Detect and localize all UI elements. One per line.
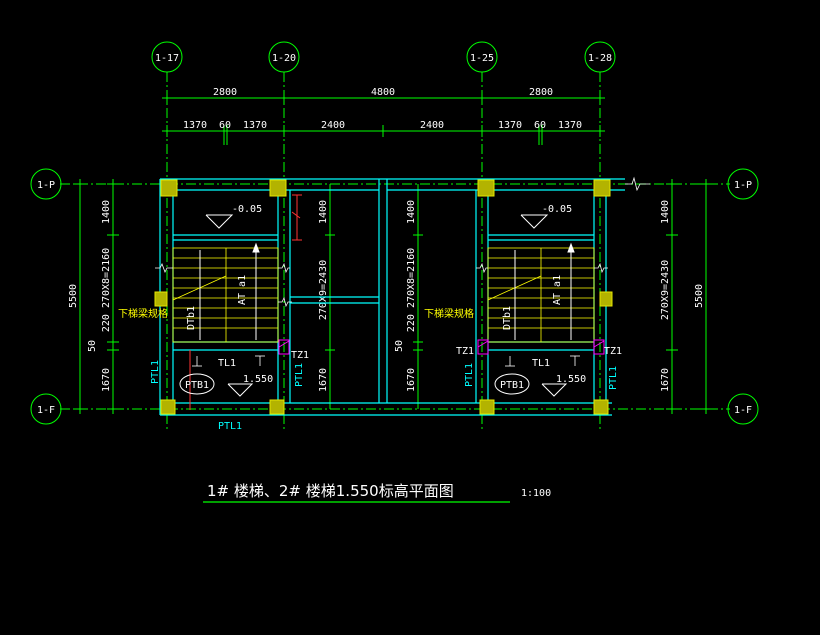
axis-label: 1-28 xyxy=(588,53,612,64)
axis-bubble-top-1: 1-17 xyxy=(151,41,183,73)
axis-bubble-right-2: 1-F xyxy=(727,393,759,425)
dim-text: 2800 xyxy=(213,87,237,98)
dim-mid-right-small: 50 xyxy=(394,340,405,352)
dim-mid-left-bottom: 1670 xyxy=(318,368,329,392)
axis-bubble-right-1: 1-P xyxy=(727,168,759,200)
dim-text: 60 xyxy=(534,120,546,131)
tz1-label-right-b: TZ1 xyxy=(604,346,622,357)
dim-text: 4800 xyxy=(371,87,395,98)
dim-mid-left-run: 270X9=2430 xyxy=(318,260,329,320)
stair-treads-right xyxy=(487,247,595,343)
tz1-label-right-a: TZ1 xyxy=(456,346,474,357)
dim-left-top: 1400 xyxy=(101,200,112,224)
ptl-label-mid-left: PTL1 xyxy=(294,363,305,387)
stair-treads-left xyxy=(172,247,279,343)
axis-label: 1-25 xyxy=(470,53,494,64)
tz1-label-left: TZ1 xyxy=(291,350,309,361)
dim-text: 60 xyxy=(219,120,231,131)
ptb-ellipse-left xyxy=(179,373,215,395)
ptl-label-left: PTL1 xyxy=(150,360,161,384)
dim-mid-right-top: 1400 xyxy=(406,200,417,224)
ptb-ellipse-right xyxy=(494,373,530,395)
dim-text: 1370 xyxy=(243,120,267,131)
columns xyxy=(154,179,613,415)
at-label-right: AT a1 xyxy=(552,275,563,305)
note-right: 下梯梁规格 xyxy=(424,307,474,320)
axis-label: 1-P xyxy=(37,180,55,191)
dim-right-top: 1400 xyxy=(660,200,671,224)
dim-left-small: 50 xyxy=(87,340,98,352)
dim-left-run: 220 270X8=2160 xyxy=(101,248,112,332)
dim-right-run: 270X9=2430 xyxy=(660,260,671,320)
tl-label-left: TL1 xyxy=(218,358,236,369)
axis-bubble-top-4: 1-28 xyxy=(584,41,616,73)
ptl-label-bottom: PTL1 xyxy=(218,421,242,432)
dtb-label-right: DTb1 xyxy=(502,306,513,330)
level-top-right: -0.05 xyxy=(542,204,572,215)
dim-mid-right-run: 220 270X8=2160 xyxy=(406,248,417,332)
dim-text: 1370 xyxy=(498,120,522,131)
break-markers xyxy=(155,176,650,308)
axis-bubble-left-1: 1-P xyxy=(30,168,62,200)
top-dimension-lines xyxy=(162,92,605,145)
axis-bubble-top-2: 1-20 xyxy=(268,41,300,73)
drawing-title: 1# 楼梯、2# 楼梯1.550标高平面图 xyxy=(207,482,454,500)
ptl-label-mid-right: PTL1 xyxy=(464,363,475,387)
dim-right-total: 5500 xyxy=(694,284,705,308)
axis-label: 1-F xyxy=(734,405,752,416)
dim-left-total: 5500 xyxy=(68,284,79,308)
dim-left-bottom: 1670 xyxy=(101,368,112,392)
dtb-label-left: DTb1 xyxy=(186,306,197,330)
side-dimension-lines xyxy=(74,179,712,414)
dim-text: 2400 xyxy=(420,120,444,131)
tl-ticks xyxy=(192,355,580,367)
axis-bubble-top-3: 1-25 xyxy=(466,41,498,73)
level-bottom-left: 1.550 xyxy=(243,374,273,385)
axis-label: 1-P xyxy=(734,180,752,191)
dim-text: 1370 xyxy=(558,120,582,131)
ptb-label-left: PTB1 xyxy=(185,380,209,391)
note-left: 下梯梁规格 xyxy=(118,307,168,320)
level-top-left: -0.05 xyxy=(232,204,262,215)
dim-text: 2800 xyxy=(529,87,553,98)
stair-arrows xyxy=(199,242,575,340)
ptb-label-right: PTB1 xyxy=(500,380,524,391)
axis-label: 1-F xyxy=(37,405,55,416)
top-dim-row2: 1370 60 1370 2400 2400 1370 60 1370 xyxy=(183,120,582,131)
tz-columns xyxy=(278,339,605,355)
tl-label-right: TL1 xyxy=(532,358,550,369)
dim-text: 2400 xyxy=(321,120,345,131)
drawing-scale: 1:100 xyxy=(521,488,551,499)
dim-mid-right-bottom: 1670 xyxy=(406,368,417,392)
section-markers xyxy=(189,194,302,410)
at-label-left: AT a1 xyxy=(237,275,248,305)
dim-mid-left-top: 1400 xyxy=(318,200,329,224)
axis-label: 1-20 xyxy=(272,53,296,64)
level-bottom-right: 1.550 xyxy=(556,374,586,385)
ptl-label-right: PTL1 xyxy=(608,366,619,390)
dim-text: 1370 xyxy=(183,120,207,131)
level-symbols xyxy=(205,214,568,397)
axis-bubble-left-2: 1-F xyxy=(30,393,62,425)
top-dim-row1: 2800 4800 2800 xyxy=(213,87,553,98)
axis-label: 1-17 xyxy=(155,53,179,64)
dim-right-bottom: 1670 xyxy=(660,368,671,392)
